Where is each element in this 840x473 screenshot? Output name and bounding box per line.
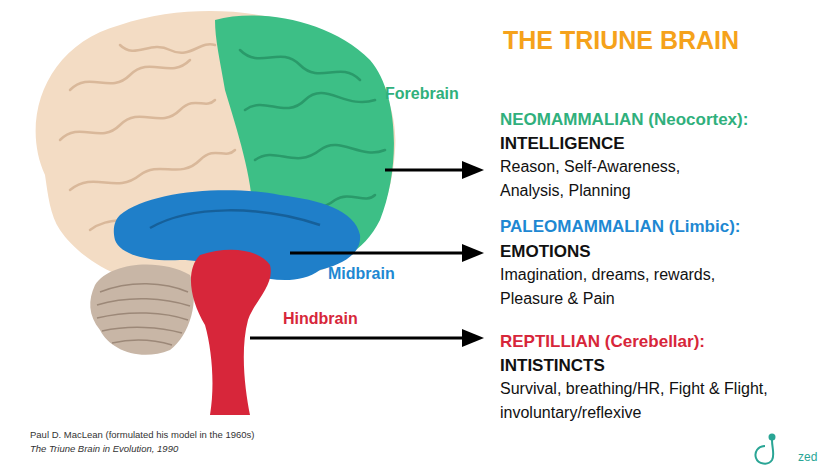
cerebellum-shape xyxy=(90,265,194,355)
section-subheading: EMOTIONS xyxy=(500,239,591,264)
logo-symbol xyxy=(755,435,774,464)
section-body: Survival, breathing/HR, Fight & Flight, … xyxy=(500,377,778,425)
limbic-fold xyxy=(150,210,320,228)
arrow-heads xyxy=(462,161,484,347)
logo-text: zed xyxy=(798,449,817,466)
pointer-arrows xyxy=(250,170,465,338)
section-body: Imagination, dreams, rewards, Pleasure &… xyxy=(500,263,762,311)
region-label: Hindbrain xyxy=(283,307,358,330)
region-label: Forebrain xyxy=(385,82,459,105)
cerebrum-shape xyxy=(36,11,396,285)
hindbrain-region xyxy=(191,250,271,415)
cerebellum-folds xyxy=(97,284,190,345)
section-body: Reason, Self-Awareness, Analysis, Planni… xyxy=(500,155,728,203)
citation-note: Paul D. MacLean (formulated his model in… xyxy=(30,428,254,442)
region-label: Midbrain xyxy=(328,262,395,285)
diagram-title: THE TRIUNE BRAIN xyxy=(503,24,739,56)
section-subheading: INTISTINCTS xyxy=(500,353,605,378)
gyri-lines-green xyxy=(240,50,385,210)
citation-note: The Triune Brain in Evolution, 1990 xyxy=(30,442,178,456)
section-subheading: INTELLIGENCE xyxy=(500,131,625,156)
section-heading: PALEOMAMMALIAN (Limbic): xyxy=(500,214,741,239)
section-heading: REPTILLIAN (Cerebellar): xyxy=(500,329,705,354)
section-heading: NEOMAMMALIAN (Neocortex): xyxy=(500,107,748,132)
